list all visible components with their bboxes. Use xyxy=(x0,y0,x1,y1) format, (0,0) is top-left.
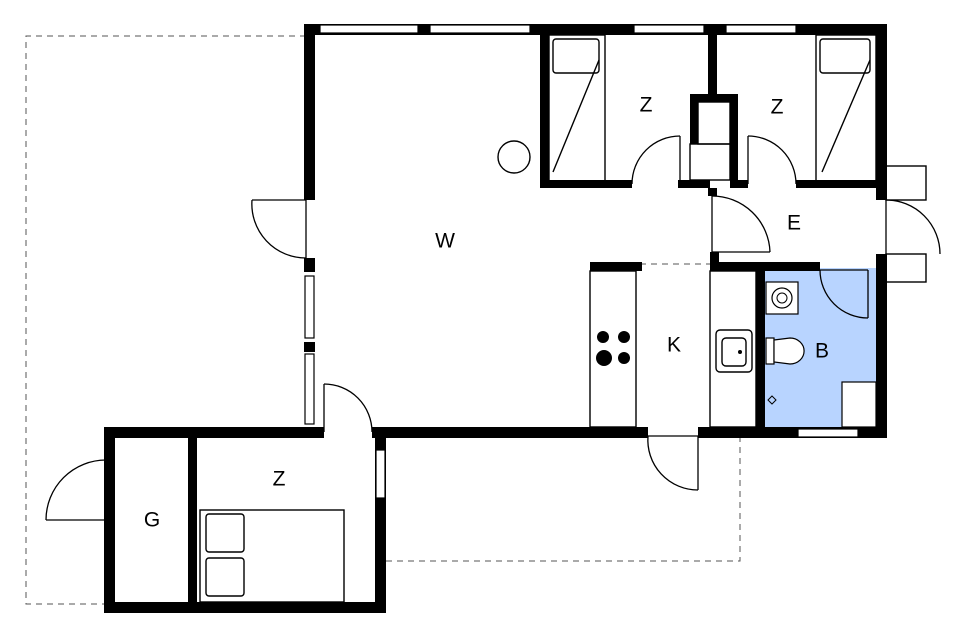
room-label-living: W xyxy=(435,230,455,253)
room-label-bedroom: Z xyxy=(640,94,653,117)
doors xyxy=(45,135,941,521)
kitchen-counter xyxy=(709,270,757,428)
washbasin-icon xyxy=(765,281,799,315)
room-labels: W K E B Z Z Z G xyxy=(144,94,829,532)
bed xyxy=(548,34,606,182)
stove-icon xyxy=(596,331,630,366)
kitchen-counter xyxy=(589,270,637,428)
room-label-bathroom: B xyxy=(815,340,829,363)
terrace-outline xyxy=(25,35,741,605)
room-label-bedroom: Z xyxy=(273,468,286,491)
room-label-garage: G xyxy=(144,509,160,532)
room-label-kitchen: K xyxy=(667,334,681,357)
windows xyxy=(304,24,859,499)
furniture xyxy=(105,34,877,603)
bed xyxy=(199,509,345,603)
bed xyxy=(815,34,877,182)
toilet-icon xyxy=(765,337,805,365)
room-label-entrance: E xyxy=(787,212,801,235)
drain-icon xyxy=(767,395,777,405)
sink-icon xyxy=(715,329,753,373)
walls xyxy=(104,24,887,613)
round-table xyxy=(497,140,531,174)
shower-tray xyxy=(841,381,877,428)
room-label-bedroom: Z xyxy=(771,96,784,119)
